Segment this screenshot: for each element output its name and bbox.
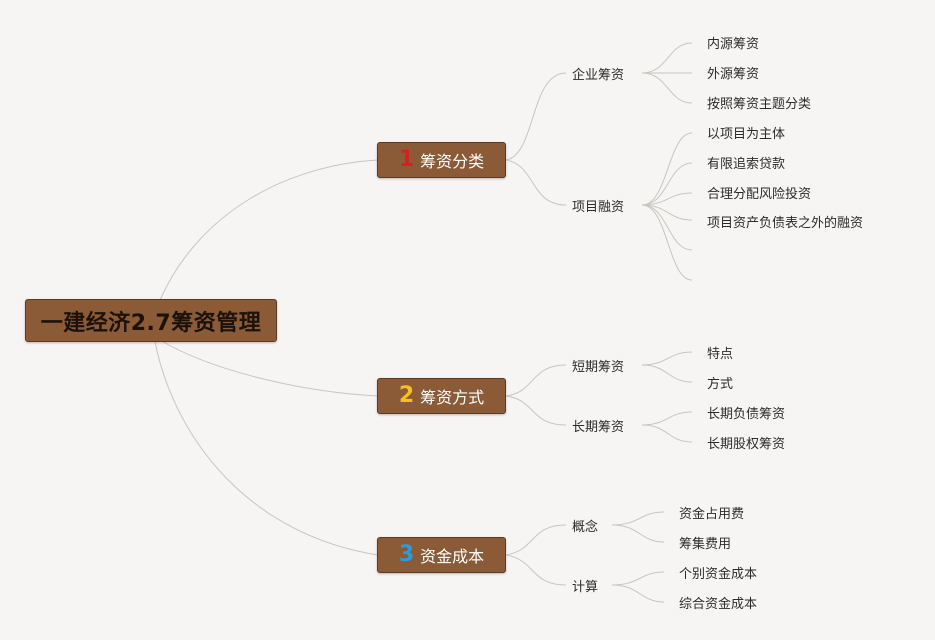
leaf-topic[interactable]: 内源筹资 (707, 32, 759, 52)
leaf-topic-empty[interactable] (707, 270, 747, 290)
link-leaf (641, 162, 693, 206)
subtopic[interactable]: 短期筹资 (572, 355, 624, 375)
link-leaf (641, 204, 693, 221)
leaf-topic[interactable]: 特点 (707, 342, 733, 362)
link-leaf (611, 524, 665, 543)
subtopic[interactable]: 计算 (572, 575, 598, 595)
link-branch-2-sub-2 (505, 395, 567, 426)
link-leaf (641, 204, 693, 251)
link-leaf (641, 411, 693, 426)
branch-3[interactable]: 3 资金成本 (377, 537, 506, 573)
link-root-branch-1 (159, 159, 379, 301)
leaf-topic-label: 长期股权筹资 (707, 436, 786, 452)
link-leaf (641, 72, 693, 104)
link-leaf (611, 584, 665, 603)
leaf-topic[interactable]: 外源筹资 (707, 62, 759, 82)
subtopic[interactable]: 长期筹资 (572, 415, 624, 435)
link-branch-3-sub-2 (505, 554, 567, 586)
leaf-topic-label: 有限追索贷款 (707, 156, 786, 172)
subtopic-label: 企业筹资 (572, 67, 625, 83)
leaf-topic[interactable]: 有限追索贷款 (707, 152, 785, 172)
link-root-branch-2 (159, 339, 379, 397)
branch-2[interactable]: 2 筹资方式 (377, 378, 506, 414)
branch-3-number: 3 (398, 542, 415, 567)
link-branch-3-sub-1 (505, 524, 567, 556)
link-leaf (611, 571, 665, 586)
subtopic-label: 计算 (572, 579, 599, 595)
subtopic[interactable]: 项目融资 (572, 195, 624, 215)
leaf-topic-label: 资金占用费 (679, 506, 745, 522)
leaf-topic-label: 方式 (707, 376, 734, 392)
branch-2-label: 筹资方式 (420, 388, 485, 407)
subtopic-label: 概念 (572, 519, 599, 535)
leaf-topic[interactable]: 以项目为主体 (707, 122, 785, 142)
leaf-topic-label: 合理分配风险投资 (707, 186, 812, 202)
subtopic-label: 项目融资 (572, 199, 625, 215)
leaf-topic[interactable]: 按照筹资主题分类 (707, 92, 811, 112)
subtopic-label: 短期筹资 (572, 359, 625, 375)
link-root-branch-3 (154, 341, 379, 556)
link-leaf (641, 132, 693, 206)
leaf-topic-label: 内源筹资 (707, 36, 760, 52)
link-leaf (641, 42, 693, 74)
link-leaf (611, 511, 665, 526)
link-leaf (641, 424, 693, 443)
leaf-topic-label: 综合资金成本 (679, 596, 758, 612)
leaf-topic[interactable]: 方式 (707, 372, 733, 392)
branch-1-number: 1 (398, 147, 415, 172)
leaf-topic[interactable]: 资金占用费 (679, 502, 744, 522)
root-topic[interactable]: 一建经济2.7筹资管理 (25, 299, 277, 342)
leaf-topic-label: 以项目为主体 (707, 126, 786, 142)
branch-1[interactable]: 1 筹资分类 (377, 142, 506, 178)
leaf-topic[interactable]: 筹集费用 (679, 532, 731, 552)
leaf-topic-label: 按照筹资主题分类 (707, 96, 812, 112)
subtopic-label: 长期筹资 (572, 419, 625, 435)
leaf-topic-label: 个别资金成本 (679, 566, 758, 582)
subtopic[interactable]: 概念 (572, 515, 598, 535)
link-leaf (641, 364, 693, 383)
leaf-topic[interactable]: 长期负债筹资 (707, 402, 785, 422)
leaf-topic-label: 项目资产负债表之外的融资 (707, 215, 864, 231)
branch-2-number: 2 (398, 383, 415, 408)
branch-3-label: 资金成本 (420, 547, 485, 566)
link-branch-2-sub-1 (505, 364, 567, 397)
subtopic[interactable]: 企业筹资 (572, 63, 624, 83)
root-topic-label: 一建经济2.7筹资管理 (40, 310, 262, 336)
link-leaf (641, 351, 693, 366)
link-leaf (641, 204, 693, 281)
link-leaf (641, 192, 693, 206)
leaf-topic-label: 特点 (707, 346, 734, 362)
link-branch-1-sub-2 (505, 159, 567, 206)
leaf-topic[interactable]: 项目资产负债表之外的融资 (707, 211, 863, 231)
leaf-topic-label: 长期负债筹资 (707, 406, 786, 422)
link-branch-1-sub-1 (505, 72, 567, 161)
leaf-topic-label: 外源筹资 (707, 66, 760, 82)
leaf-topic-empty[interactable] (707, 240, 747, 260)
leaf-topic-label: 筹集费用 (679, 536, 732, 552)
leaf-topic[interactable]: 合理分配风险投资 (707, 182, 811, 202)
leaf-topic[interactable]: 个别资金成本 (679, 562, 757, 582)
leaf-topic[interactable]: 长期股权筹资 (707, 432, 785, 452)
branch-1-label: 筹资分类 (420, 152, 485, 171)
leaf-topic[interactable]: 综合资金成本 (679, 592, 757, 612)
